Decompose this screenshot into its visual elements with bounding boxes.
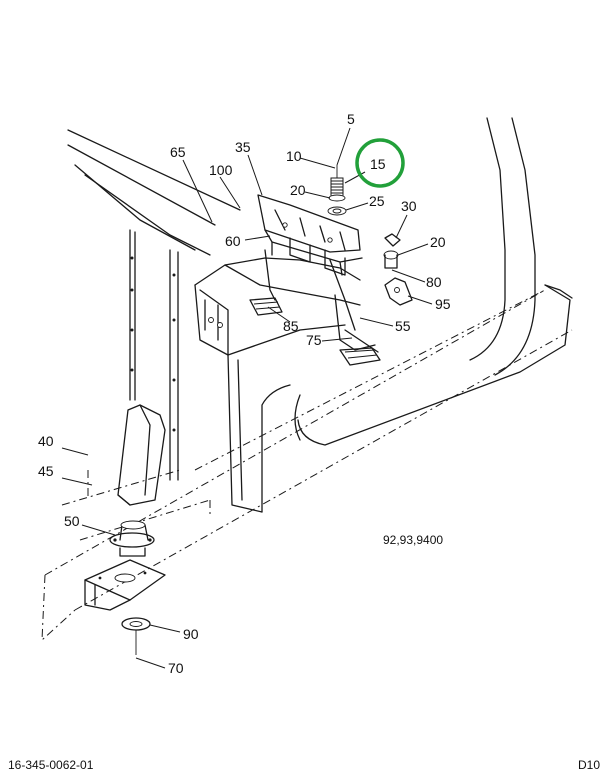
- callout-55: 55: [395, 318, 411, 334]
- callout-70: 70: [168, 660, 184, 676]
- callout-5: 5: [347, 111, 355, 127]
- sheet-id: D10: [578, 758, 600, 772]
- callout-60: 60: [225, 233, 241, 249]
- callout-30: 30: [401, 198, 417, 214]
- mount-tower: [194, 249, 381, 513]
- callout-95: 95: [435, 296, 451, 312]
- callout-80: 80: [426, 274, 442, 290]
- callout-25: 25: [369, 193, 385, 209]
- callout-15: 15: [370, 156, 386, 172]
- frame-bracket: [84, 559, 166, 611]
- callout-75: 75: [306, 332, 322, 348]
- lower-isolator: [109, 520, 155, 557]
- left-upright: [117, 229, 179, 506]
- callout-65: 65: [170, 144, 186, 160]
- callout-85: 85: [283, 318, 299, 334]
- reference-note: 92,93,9400: [383, 533, 443, 547]
- callout-90: 90: [183, 626, 199, 642]
- bolt-stack: [327, 165, 347, 216]
- callout-20-upper: 20: [290, 182, 306, 198]
- callout-40: 40: [38, 433, 54, 449]
- small-bracket-parts: [383, 233, 413, 306]
- cab-body-outline: [67, 117, 573, 446]
- callout-50: 50: [64, 513, 80, 529]
- upper-clamp-bracket: [257, 194, 363, 276]
- leader-lines: [61, 127, 433, 669]
- callout-45: 45: [38, 463, 54, 479]
- callout-100: 100: [209, 162, 233, 178]
- callout-labels: 5 10 15 20 25 30 20 35 65 100 60 80 95 8…: [38, 111, 451, 676]
- drawing-number: 16-345-0062-01: [8, 758, 94, 772]
- callout-10: 10: [286, 148, 302, 164]
- callout-20-right: 20: [430, 234, 446, 250]
- rebound-washer: [121, 617, 151, 655]
- callout-35: 35: [235, 139, 251, 155]
- highlight-circle: [355, 138, 405, 188]
